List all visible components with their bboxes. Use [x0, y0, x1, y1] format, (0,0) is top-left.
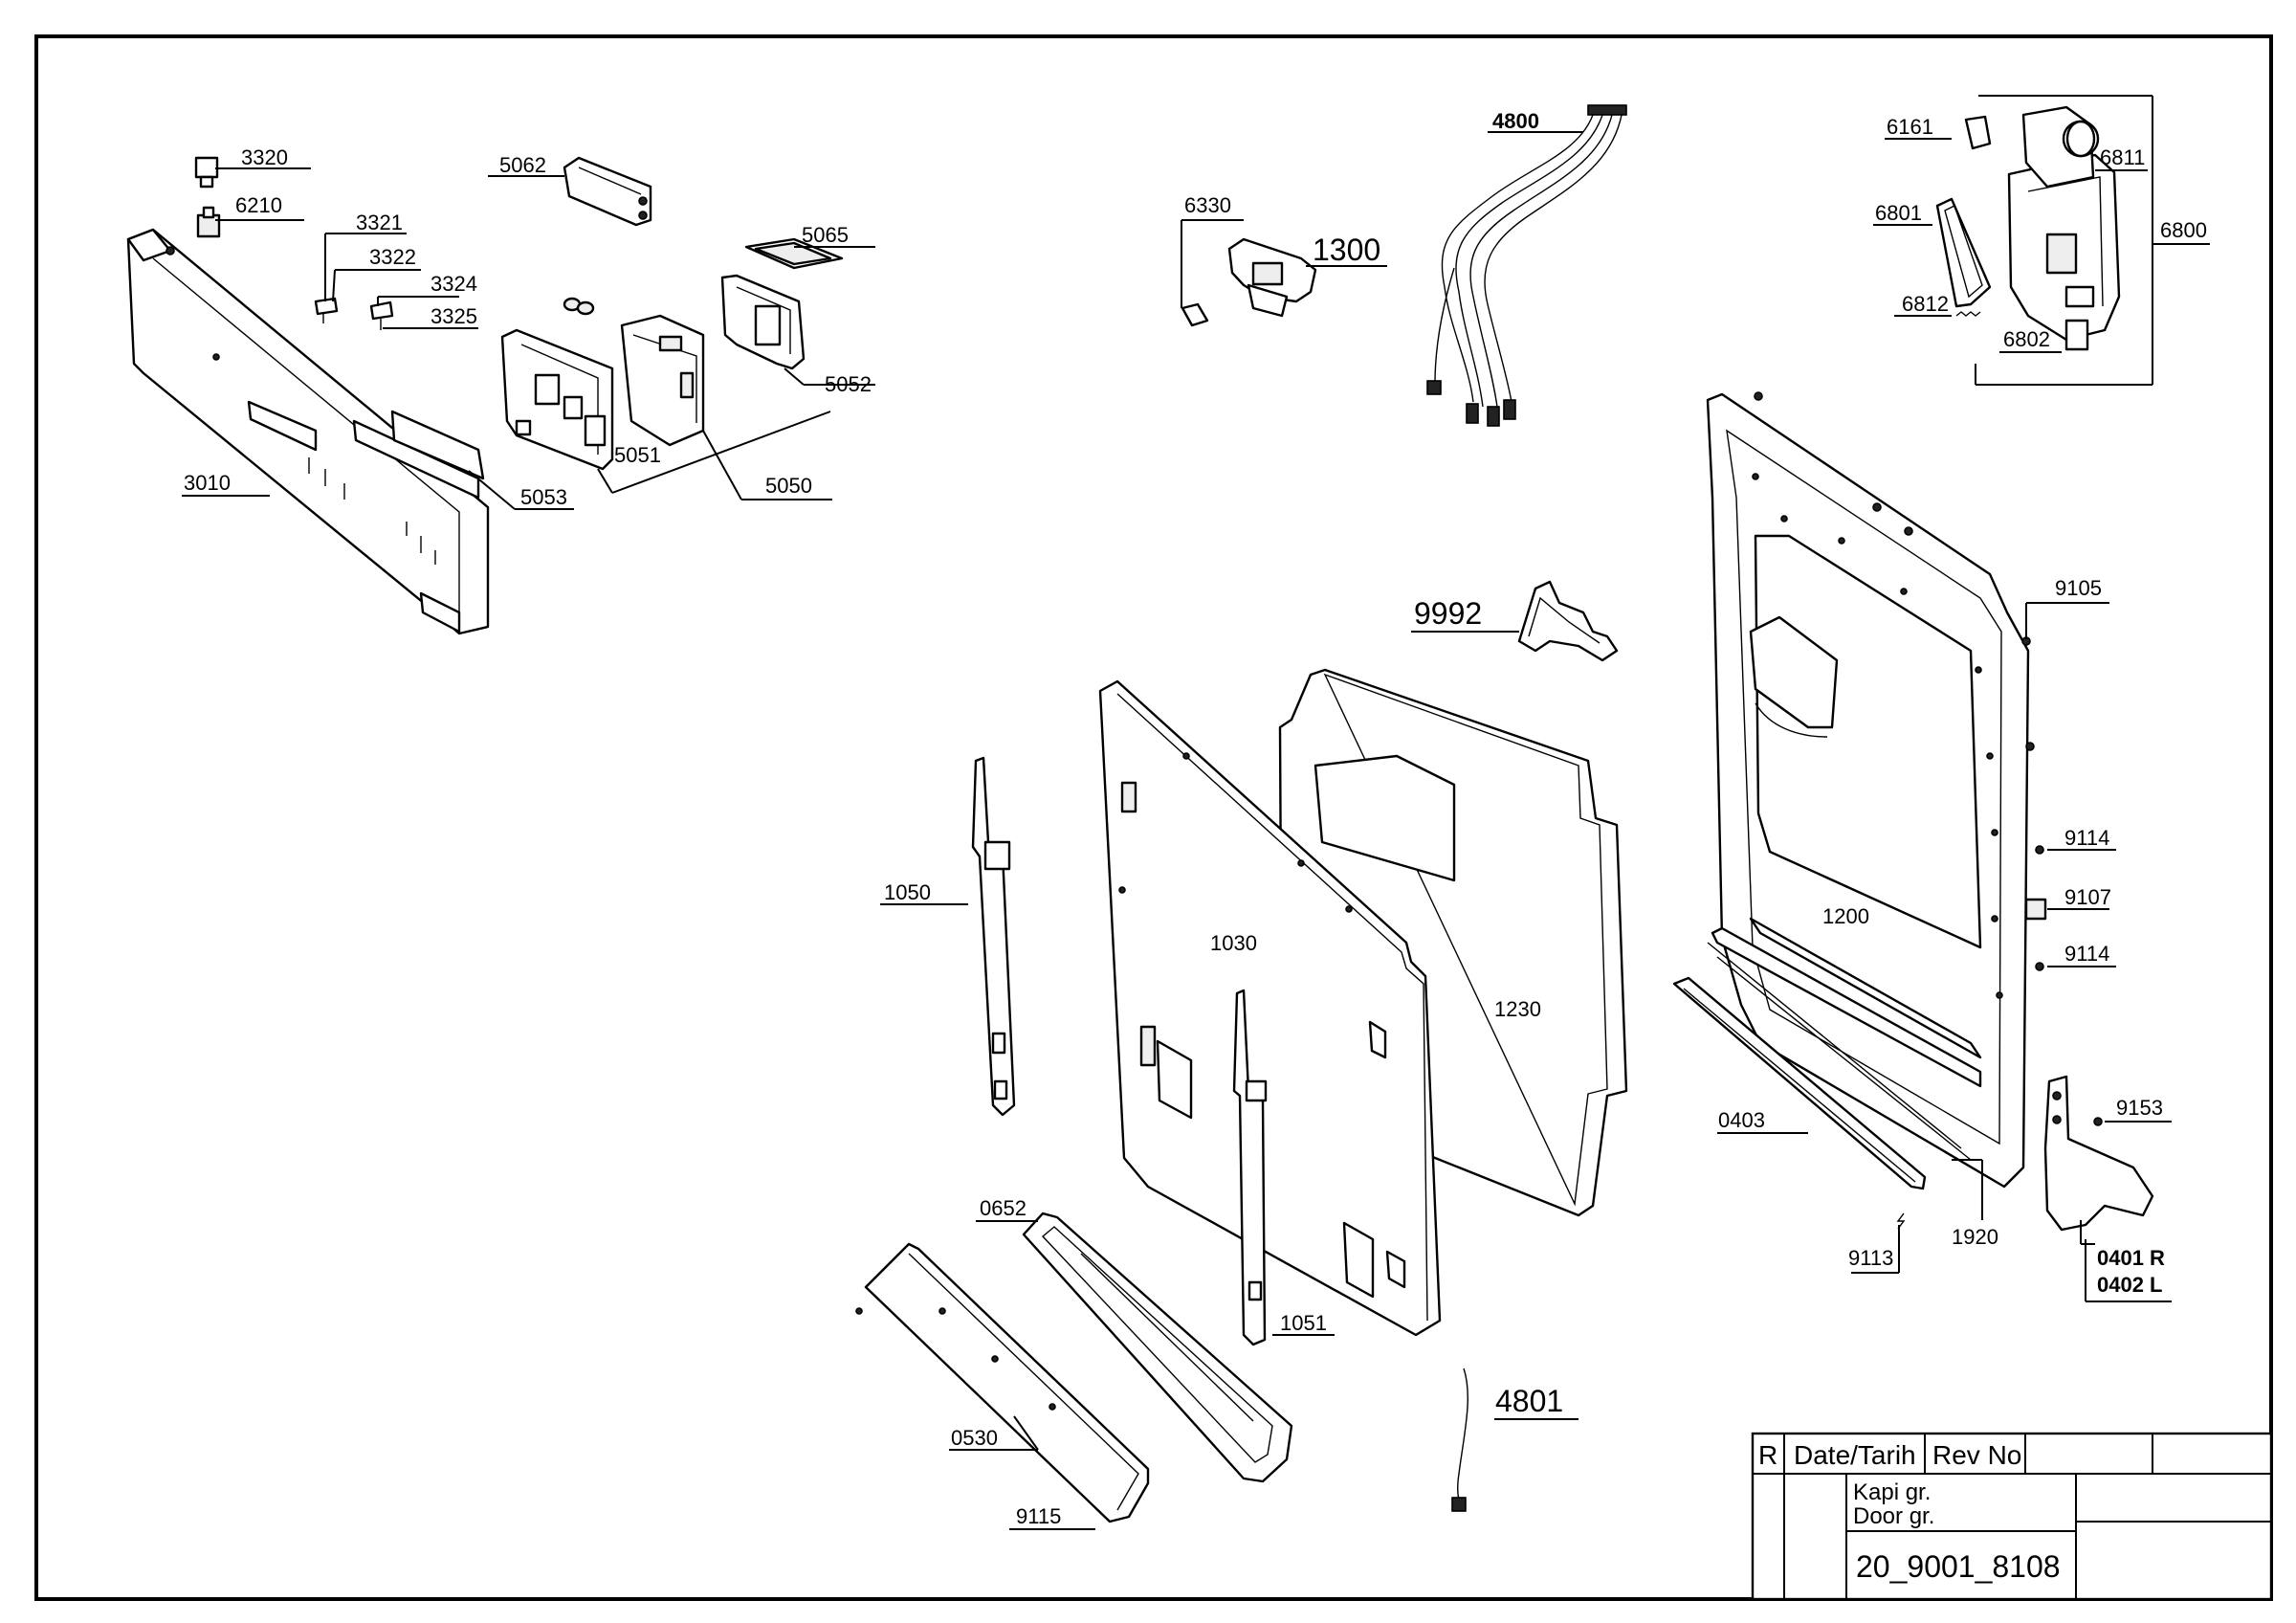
clip-3324: [369, 300, 394, 330]
label-3322: 3322: [369, 245, 416, 269]
label-0401: 0401 R: [2097, 1246, 2165, 1270]
label-1230: 1230: [1494, 997, 1541, 1021]
wire-4801: [1451, 1367, 1578, 1512]
label-1920: 1920: [1952, 1225, 1998, 1249]
label-0530: 0530: [951, 1426, 998, 1450]
screws-9105: [1754, 391, 2116, 971]
leaders-6800: [1873, 95, 2210, 386]
wire-harness-4800: [1426, 104, 1627, 427]
control-panel-3010: [126, 228, 490, 635]
part-6161: [1964, 115, 1992, 150]
label-9105: 9105: [2055, 576, 2102, 600]
label-1200: 1200: [1822, 904, 1869, 928]
label-6210: 6210: [235, 193, 282, 217]
small-clips: [563, 297, 595, 316]
knob-3320: [194, 156, 219, 189]
label-0403: 0403: [1718, 1108, 1765, 1132]
label-3325: 3325: [430, 304, 477, 328]
label-5053: 5053: [520, 485, 567, 509]
label-6801: 6801: [1875, 201, 1922, 225]
drawing-border: [34, 34, 2273, 1601]
label-6811: 6811: [2100, 145, 2145, 169]
clip-3321: [314, 297, 339, 323]
gasket-6801: [1935, 197, 1992, 308]
cap-6811: [2065, 120, 2096, 158]
label-0652: 0652: [980, 1196, 1027, 1220]
leaders-upper-left: [182, 167, 875, 510]
dispenser-6800: [2007, 105, 2121, 342]
bracket-5052: [720, 274, 806, 370]
arm-9992: [1411, 580, 1619, 662]
spring-6812: [1955, 311, 1981, 317]
knob-6210: [196, 206, 221, 238]
label-6812: 6812: [1902, 292, 1949, 316]
plinth-0530: [855, 1242, 1150, 1523]
label-9115: 9115: [1016, 1504, 1061, 1528]
label-6802: 6802: [2003, 327, 2050, 351]
label-1050: 1050: [884, 880, 931, 904]
label-9114b: 9114: [2064, 942, 2109, 966]
label-6800: 6800: [2160, 218, 2207, 242]
rail-0403: [1672, 976, 1927, 1190]
label-9153: 9153: [2116, 1096, 2163, 1120]
latch-6330: [1181, 219, 1244, 327]
outer-door-1030: [1098, 679, 1442, 1337]
strip-1050: [880, 756, 1016, 1117]
label-5052: 5052: [825, 372, 872, 396]
door-lock-1300: [1227, 237, 1387, 318]
label-6330: 6330: [1184, 193, 1231, 217]
title-name-en: Door gr.: [1853, 1503, 1934, 1529]
strip-5065: [744, 237, 844, 270]
label-1300: 1300: [1313, 233, 1380, 267]
title-name-tr: Kapi gr.: [1853, 1479, 1931, 1505]
bracket-5062: [563, 156, 652, 227]
strip-1051: [1232, 989, 1335, 1346]
label-1030: 1030: [1210, 931, 1257, 955]
label-9114a: 9114: [2064, 826, 2109, 850]
part-6802: [2064, 319, 2089, 351]
label-3010: 3010: [184, 471, 231, 495]
label-5062: 5062: [499, 153, 546, 177]
screw-9153: [2093, 1117, 2172, 1126]
label-4801: 4801: [1495, 1384, 1563, 1418]
label-3320: 3320: [241, 145, 288, 169]
title-block: [1751, 1432, 2273, 1601]
hinge-0401-0402: [2043, 1075, 2172, 1302]
label-9992: 9992: [1414, 596, 1482, 631]
board-5050: [620, 314, 705, 447]
label-3324: 3324: [430, 272, 477, 296]
title-date: Date/Tarih: [1794, 1440, 1916, 1470]
label-5051: 5051: [614, 443, 661, 467]
title-rev: Rev No: [1932, 1440, 2021, 1470]
inner-door-1200: [1706, 392, 2030, 1189]
label-0402: 0402 L: [2097, 1273, 2163, 1297]
label-6161: 6161: [1887, 115, 1933, 139]
label-4800: 4800: [1492, 109, 1539, 133]
title-drawing-no: 20_9001_8108: [1856, 1549, 2061, 1584]
label-5050: 5050: [765, 474, 812, 498]
label-5065: 5065: [802, 223, 849, 247]
part-9107: [2024, 898, 2109, 921]
clip-9113: [1851, 1212, 1906, 1274]
title-r: R: [1758, 1440, 1777, 1470]
label-1051: 1051: [1280, 1311, 1327, 1335]
label-3321: 3321: [356, 211, 403, 234]
strip-1920: [1707, 942, 1983, 1220]
label-9107: 9107: [2064, 885, 2111, 909]
handle-0652: [976, 1212, 1293, 1483]
housing-5051: [500, 328, 614, 471]
label-9113: 9113: [1848, 1246, 1893, 1270]
